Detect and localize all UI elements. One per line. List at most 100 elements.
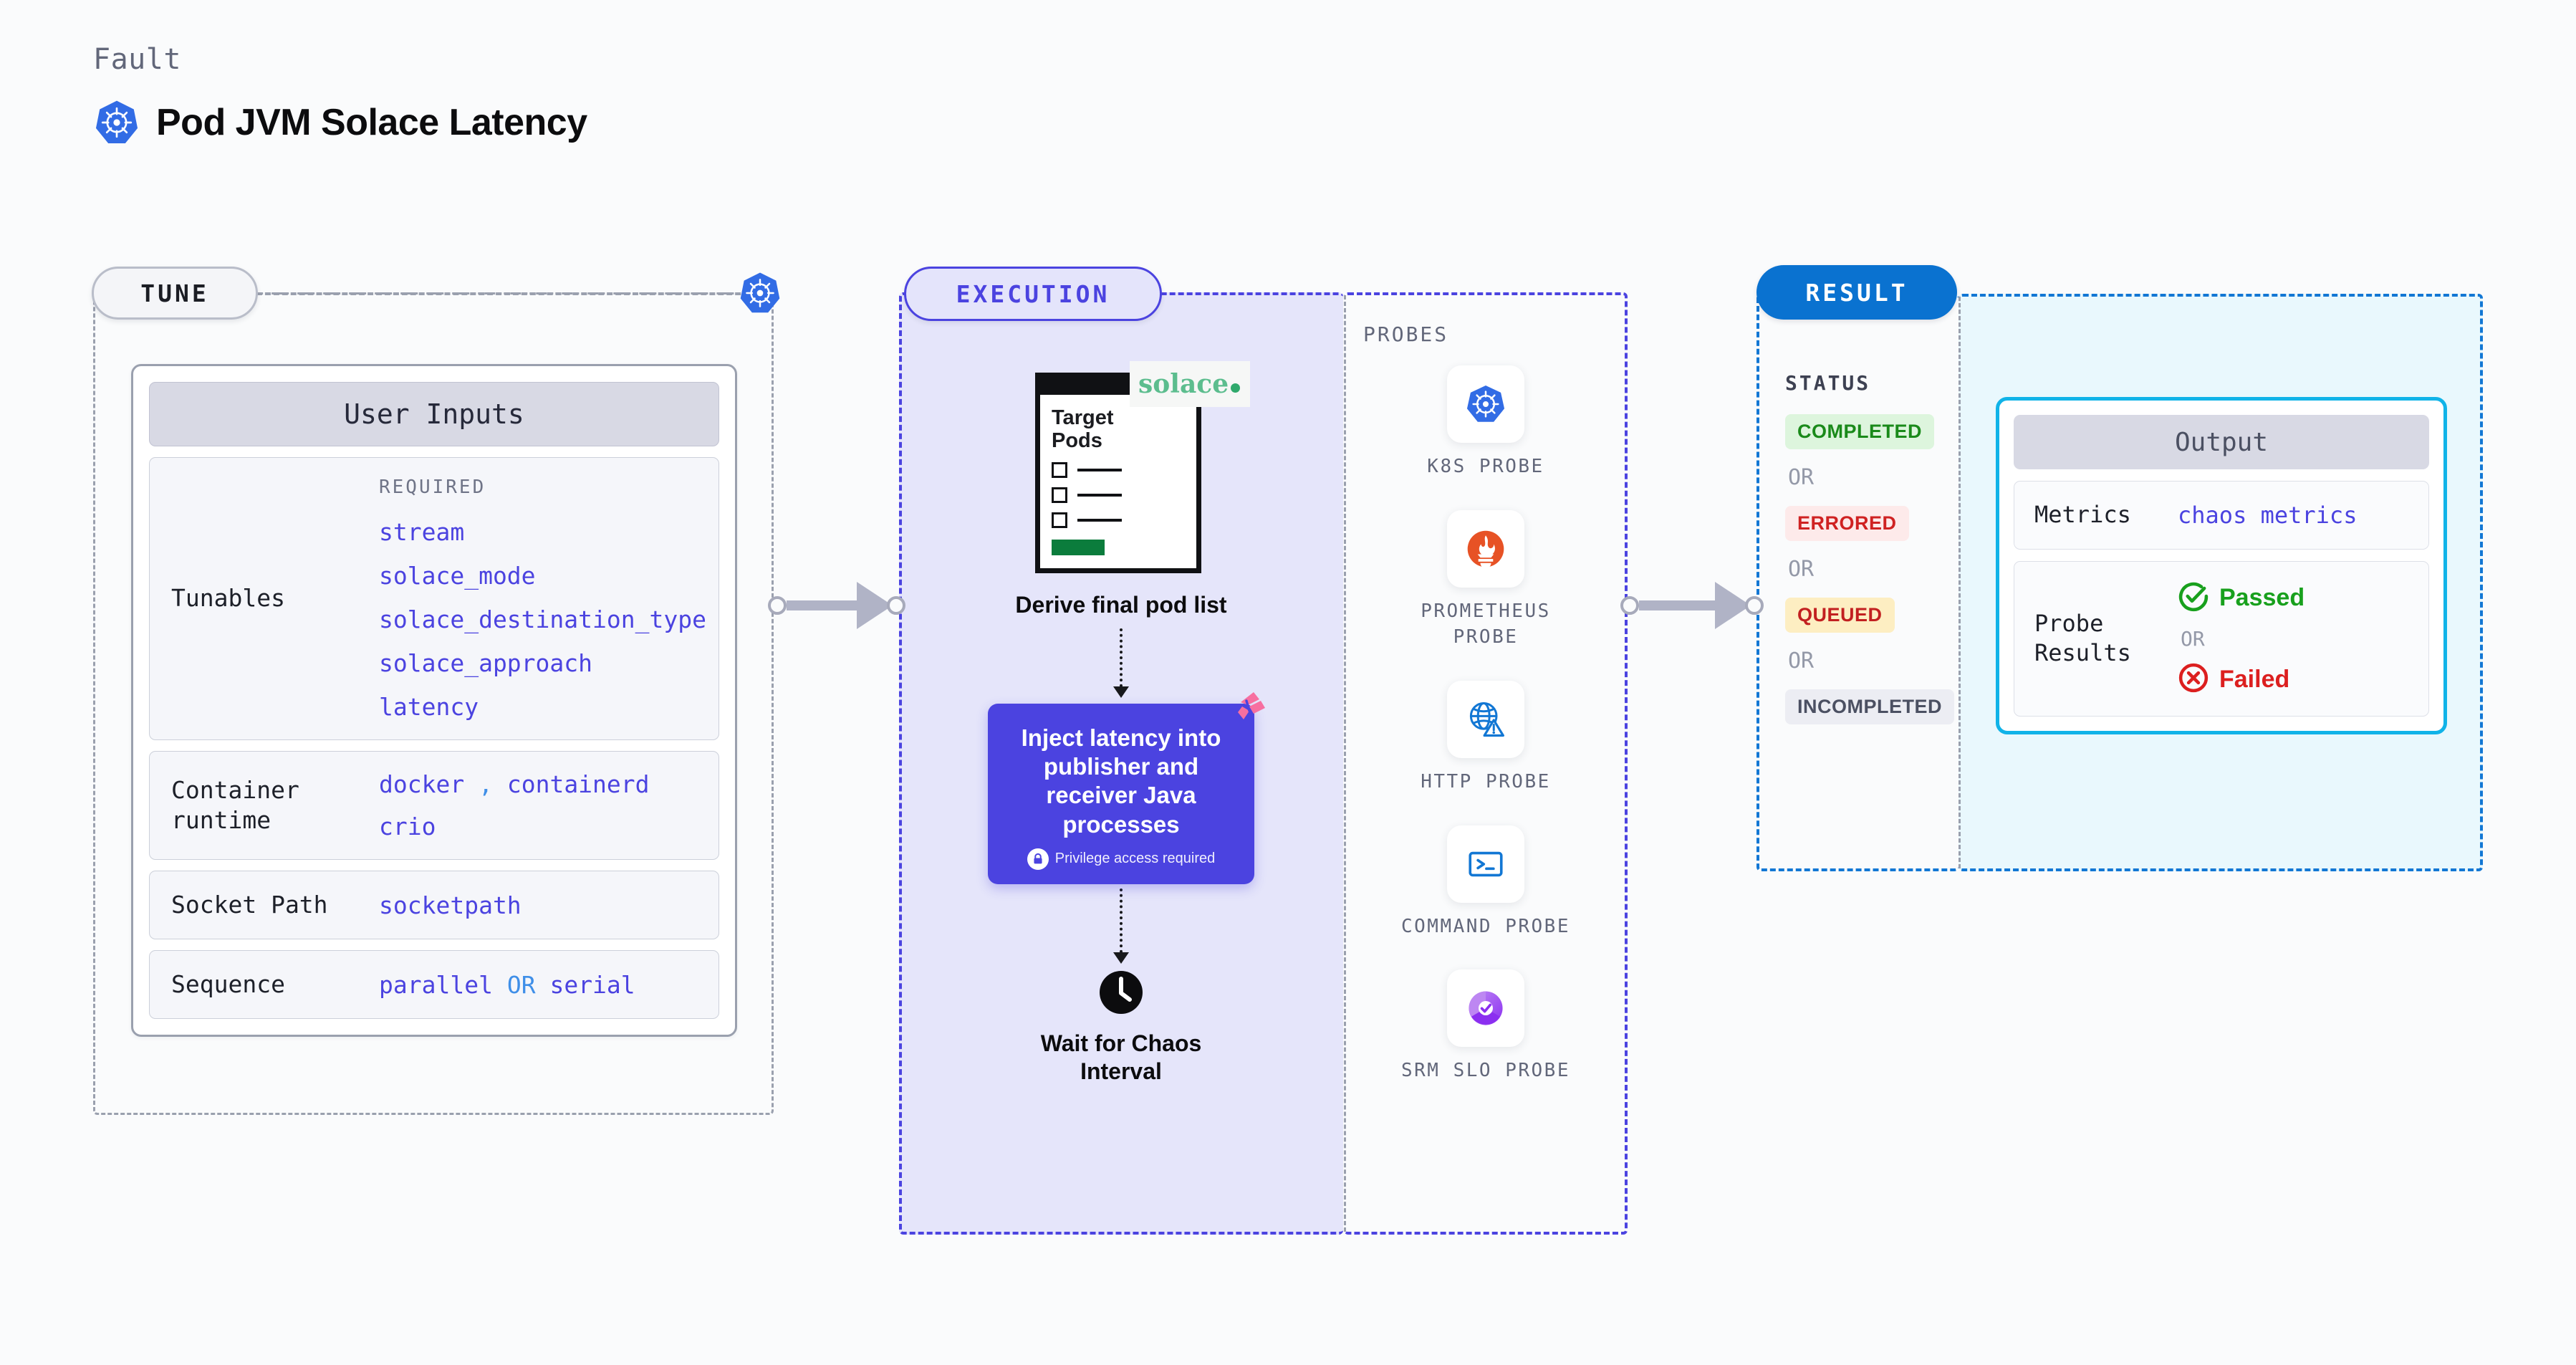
probe-item-prometheus[interactable]: PROMETHEUS PROBE <box>1393 509 1579 651</box>
sequence-row: Sequence parallel OR serial <box>149 950 719 1020</box>
probe-item-srm-slo[interactable]: SRM SLO PROBE <box>1393 969 1579 1084</box>
user-inputs-card: User Inputs Tunables REQUIRED stream sol… <box>131 364 737 1038</box>
arrow-stem <box>1120 888 1123 953</box>
passed-label: Passed <box>2219 583 2305 611</box>
row-label-sequence: Sequence <box>171 970 285 999</box>
page-title: Pod JVM Solace Latency <box>156 102 587 143</box>
connector-start-dot <box>768 596 787 615</box>
runtime-crio[interactable]: crio <box>379 813 436 840</box>
status-section-title: STATUS <box>1785 371 1871 395</box>
sequence-values: parallel OR serial <box>379 971 697 999</box>
checkbox-icon[interactable] <box>1052 512 1067 528</box>
tune-to-execution-connector <box>768 573 905 638</box>
card-body: Target Pods <box>1040 395 1196 568</box>
status-badge-completed: COMPLETED <box>1785 414 1935 449</box>
runtime-containerd[interactable]: containerd <box>506 770 650 798</box>
runtime-separator: , <box>479 770 493 798</box>
probe-label-prometheus: PROMETHEUS PROBE <box>1421 600 1551 648</box>
probe-results-row: Probe Results Passed OR <box>2014 560 2429 717</box>
container-runtime-row: Container runtime docker , containerd cr… <box>149 751 719 860</box>
tunable-solace-approach[interactable]: solace_approach <box>379 649 593 677</box>
connector-bar <box>1639 600 1716 610</box>
inject-latency-step-card[interactable]: Inject latency into publisher and receiv… <box>988 703 1254 884</box>
socket-path-value[interactable]: socketpath <box>379 891 522 919</box>
pod-list-item <box>1052 487 1185 503</box>
check-circle-icon <box>2178 580 2209 616</box>
runtime-docker[interactable]: docker <box>379 770 465 798</box>
probes-section-title: PROBES <box>1363 322 1449 346</box>
kubernetes-icon <box>738 271 782 315</box>
arrow-head <box>1113 952 1129 964</box>
sequence-separator: OR <box>506 970 536 999</box>
derive-pod-list-label: Derive final pod list <box>1015 591 1227 618</box>
metrics-label: Metrics <box>2034 501 2131 528</box>
metrics-values: chaos metrics <box>2178 502 2408 529</box>
checkbox-icon[interactable] <box>1052 487 1067 503</box>
user-inputs-header: User Inputs <box>149 382 719 446</box>
kubernetes-icon <box>93 99 140 146</box>
tune-dashed-connector <box>256 292 758 295</box>
probe-item-command[interactable]: COMMAND PROBE <box>1393 825 1579 940</box>
execution-flow-column: Target Pods solace <box>924 361 1318 1086</box>
fault-eyebrow-label: Fault <box>93 43 181 76</box>
probe-label-k8s: K8S PROBE <box>1427 456 1544 477</box>
probe-results-values: Passed OR Failed <box>2178 580 2408 697</box>
container-runtime-values: docker , containerd crio <box>379 770 697 840</box>
tunable-latency[interactable]: latency <box>379 693 479 721</box>
privilege-note-text: Privilege access required <box>1054 851 1216 867</box>
connector-arrowhead <box>1715 582 1751 629</box>
result-stage-frame <box>1756 294 1959 871</box>
target-pods-title-line2: Pods <box>1052 429 1102 453</box>
probe-item-http[interactable]: HTTP PROBE <box>1393 680 1579 795</box>
kubernetes-icon <box>1447 365 1524 443</box>
flow-arrow-down <box>1113 888 1129 964</box>
prometheus-icon <box>1447 509 1524 588</box>
placeholder-line <box>1077 494 1122 497</box>
litmus-chaos-icon <box>1228 689 1268 727</box>
status-or-label: OR <box>1788 465 1815 490</box>
wait-label-line1: Wait for Chaos <box>1040 1030 1202 1056</box>
result-stage-pill[interactable]: RESULT <box>1756 265 1957 320</box>
metrics-row: Metrics chaos metrics <box>2014 481 2429 550</box>
pod-list-item <box>1052 512 1185 528</box>
solace-dot-icon <box>1231 383 1241 393</box>
probes-divider <box>1344 295 1346 1232</box>
tune-stage-pill[interactable]: TUNE <box>92 267 258 320</box>
output-card: Output Metrics chaos metrics Probe Resul… <box>1996 397 2447 734</box>
pod-list-item <box>1052 461 1185 478</box>
x-circle-icon <box>2178 662 2209 697</box>
probe-label-command: COMMAND PROBE <box>1401 915 1570 937</box>
page-header: Fault Pod JVM Solace Latency <box>93 43 587 146</box>
result-divider <box>1959 297 1961 868</box>
output-card-header: Output <box>2014 415 2429 469</box>
sequence-serial[interactable]: serial <box>549 970 635 999</box>
tunable-stream[interactable]: stream <box>379 518 465 546</box>
tunable-solace-mode[interactable]: solace_mode <box>379 562 536 590</box>
wait-for-chaos-interval-label: Wait for Chaos Interval <box>1041 1030 1202 1086</box>
probes-panel-frame <box>1344 292 1628 1235</box>
solace-logo-badge: solace <box>1130 361 1251 407</box>
checkbox-icon[interactable] <box>1052 461 1067 478</box>
clock-icon <box>1098 969 1144 1015</box>
probe-result-passed: Passed <box>2178 580 2408 616</box>
metrics-value[interactable]: chaos metrics <box>2178 501 2358 529</box>
tunables-row: Tunables REQUIRED stream solace_mode sol… <box>149 457 719 740</box>
privilege-note-row: Privilege access required <box>1006 848 1236 870</box>
confirm-button[interactable] <box>1052 539 1105 555</box>
execution-stage-pill[interactable]: EXECUTION <box>904 267 1162 321</box>
fault-title-row: Pod JVM Solace Latency <box>93 99 587 146</box>
placeholder-line <box>1077 469 1122 471</box>
sequence-parallel[interactable]: parallel <box>379 970 493 999</box>
status-or-label: OR <box>1788 648 1815 674</box>
execution-to-result-connector <box>1620 573 1764 638</box>
probe-or-label: OR <box>2181 626 2205 651</box>
srm-slo-icon <box>1447 969 1524 1048</box>
status-list: COMPLETED OR ERRORED OR QUEUED OR INCOMP… <box>1785 414 1955 724</box>
probe-item-k8s[interactable]: K8S PROBE <box>1393 365 1579 480</box>
required-label: REQUIRED <box>379 476 486 498</box>
connector-start-dot <box>1620 596 1639 615</box>
tunable-solace-destination-type[interactable]: solace_destination_type <box>379 605 706 633</box>
arrow-stem <box>1120 628 1123 687</box>
lock-icon <box>1027 848 1049 870</box>
connector-bar <box>787 600 858 610</box>
